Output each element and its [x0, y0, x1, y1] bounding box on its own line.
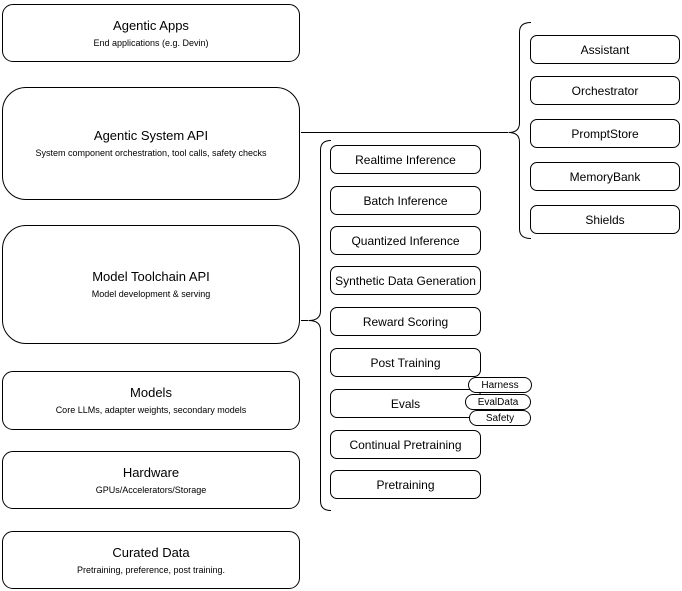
toolchain-item-label: Synthetic Data Generation: [335, 273, 476, 288]
system-item-memorybank: MemoryBank: [530, 162, 680, 191]
box-title: Hardware: [122, 464, 180, 480]
box-hardware: Hardware GPUs/Accelerators/Storage: [2, 451, 300, 509]
evals-tag-label: Safety: [485, 412, 515, 424]
toolchain-item-quantized-inference: Quantized Inference: [330, 226, 481, 255]
toolchain-item-label: Post Training: [370, 355, 441, 370]
box-title: Model Toolchain API: [92, 269, 210, 284]
evals-tag-harness: Harness: [468, 377, 532, 393]
system-item-label: Shields: [585, 212, 625, 227]
box-models: Models Core LLMs, adapter weights, secon…: [2, 371, 300, 430]
system-item-assistant: Assistant: [530, 35, 680, 64]
toolchain-item-label: Continual Pretraining: [349, 437, 462, 452]
toolchain-item-pretraining: Pretraining: [330, 470, 481, 499]
evals-tag-label: Harness: [481, 379, 519, 391]
box-title: Agentic Apps: [113, 17, 189, 33]
system-item-label: PromptStore: [571, 126, 639, 141]
brace-toolchain-components: [308, 140, 332, 511]
box-title: Agentic System API: [93, 128, 209, 143]
box-subtitle: GPUs/Accelerators/Storage: [95, 484, 207, 495]
box-curated-data: Curated Data Pretraining, preference, po…: [2, 531, 300, 589]
box-subtitle: Pretraining, preference, post training.: [76, 564, 226, 575]
toolchain-item-synthetic-data-generation: Synthetic Data Generation: [330, 266, 481, 295]
evals-tag-safety: Safety: [469, 410, 531, 426]
toolchain-item-post-training: Post Training: [330, 348, 481, 377]
toolchain-item-reward-scoring: Reward Scoring: [330, 307, 481, 336]
box-agentic-apps: Agentic Apps End applications (e.g. Devi…: [2, 4, 300, 62]
box-agentic-system-api: Agentic System API System component orch…: [2, 87, 300, 200]
toolchain-item-label: Realtime Inference: [355, 152, 456, 167]
system-item-shields: Shields: [530, 205, 680, 234]
box-title: Curated Data: [112, 544, 190, 560]
box-subtitle: Model development & serving: [91, 289, 211, 299]
box-model-toolchain-api: Model Toolchain API Model development & …: [2, 225, 300, 344]
toolchain-item-label: Reward Scoring: [362, 314, 449, 329]
toolchain-item-label: Quantized Inference: [351, 233, 460, 248]
brace-system-components: [508, 22, 532, 239]
box-subtitle: System component orchestration, tool cal…: [35, 148, 267, 158]
toolchain-item-label: Pretraining: [376, 477, 435, 492]
toolchain-item-batch-inference: Batch Inference: [330, 186, 481, 215]
evals-tag-evaldata: EvalData: [465, 394, 531, 410]
toolchain-item-label: Batch Inference: [363, 193, 448, 208]
toolchain-item-realtime-inference: Realtime Inference: [330, 145, 481, 174]
toolchain-item-continual-pretraining: Continual Pretraining: [330, 430, 481, 459]
evals-tag-label: EvalData: [477, 396, 519, 408]
box-subtitle: Core LLMs, adapter weights, secondary mo…: [55, 405, 247, 415]
system-item-label: MemoryBank: [569, 169, 641, 184]
box-subtitle: End applications (e.g. Devin): [93, 37, 209, 48]
box-title: Models: [130, 385, 172, 400]
system-item-label: Assistant: [580, 42, 630, 57]
system-item-label: Orchestrator: [571, 83, 639, 98]
system-item-orchestrator: Orchestrator: [530, 76, 680, 105]
system-item-promptstore: PromptStore: [530, 119, 680, 148]
toolchain-item-label: Evals: [390, 396, 421, 411]
toolchain-item-evals: Evals: [330, 389, 481, 418]
